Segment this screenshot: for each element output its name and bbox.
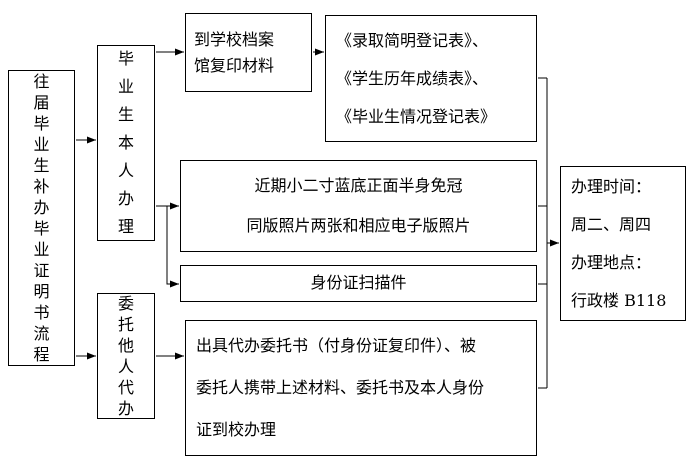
self-handle-box: 毕业生本人办理 [97,45,155,241]
archive-line-1: 到学校档案 [194,29,275,49]
records-line-3: 《毕业生情况登记表》 [336,106,497,126]
delegate-box: 委托他人代办 [97,293,155,419]
delegate-detail-line-2: 委托人携带上述材料、委托书及本人身份 [196,378,485,397]
appointment-line-3: 办理地点： [571,252,652,272]
appointment-line-2: 周二、周四 [571,214,652,234]
appointment-box: 办理时间： 周二、周四 办理地点： 行政楼 B118 [560,166,686,321]
self-handle-text: 毕业生本人办理 [117,49,134,236]
id-scan-box: 身份证扫描件 [180,265,537,302]
delegate-text: 委托他人代办 [117,294,134,418]
records-box: 《录取简明登记表》、 《学生历年成绩表》、 《毕业生情况登记表》 [325,15,537,142]
archive-box: 到学校档案 馆复印材料 [185,13,312,92]
photo-requirements-box: 近期小二寸蓝底正面半身免冠 同版照片两张和相应电子版照片 [180,160,537,252]
appointment-line-1: 办理时间： [571,176,652,196]
appointment-line-4: 行政楼 B118 [571,290,667,310]
id-scan-text: 身份证扫描件 [310,273,407,293]
arrow-self-to-id-scan [166,206,179,288]
flow-title-box: 往届毕业生补办毕业证明书流程 [8,70,75,366]
photo-line-2: 同版照片两张和相应电子版照片 [246,216,471,235]
delegate-detail-line-3: 证到校办理 [196,420,277,439]
records-line-1: 《录取简明登记表》、 [336,30,489,50]
flow-title-text: 往届毕业生补办毕业证明书流程 [33,72,50,364]
delegate-detail-line-1: 出具代办委托书（付身份证复印件）、被 [196,336,477,355]
records-line-2: 《学生历年成绩表》、 [336,68,489,88]
photo-line-1: 近期小二寸蓝底正面半身免冠 [254,176,463,195]
archive-line-2: 馆复印材料 [194,55,275,75]
delegate-detail-box: 出具代办委托书（付身份证复印件）、被 委托人携带上述材料、委托书及本人身份 证到… [185,320,537,456]
